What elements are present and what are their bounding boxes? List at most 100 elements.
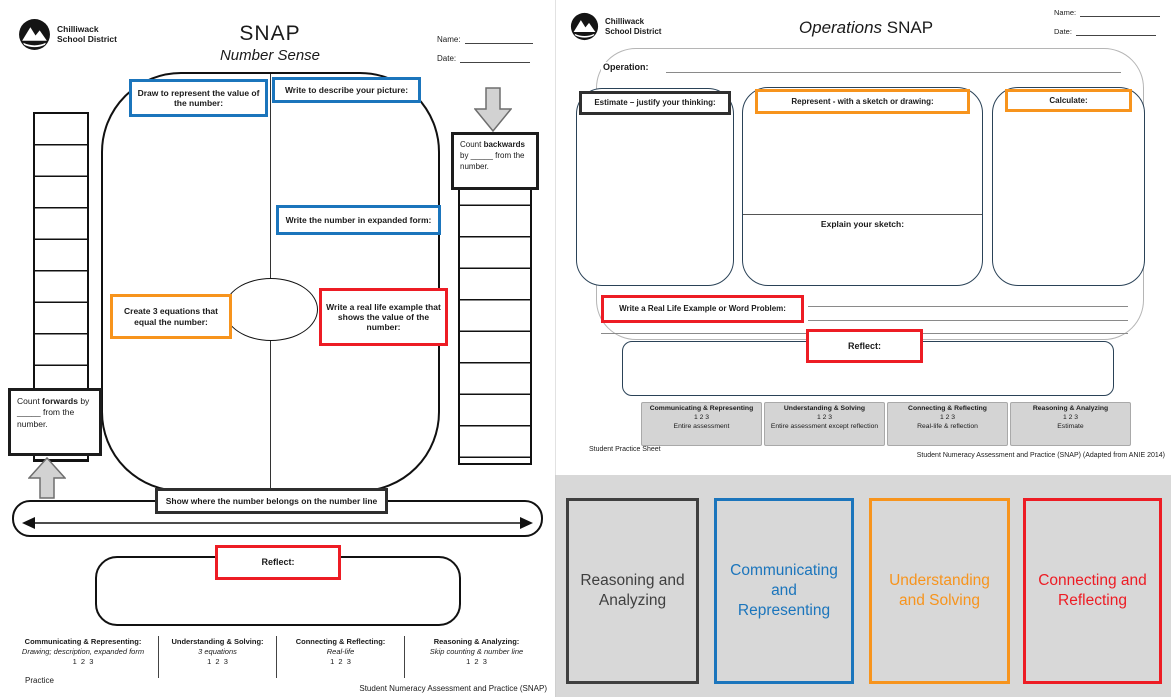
rubric-title: Reasoning & Analyzing: [433,637,520,646]
arrow-down-icon [474,87,512,132]
date-line [460,54,531,63]
rubric-scale: 1 2 3 [330,657,351,667]
date-line [1075,27,1156,36]
rubric-note: Entire assessment [673,422,730,430]
rubric-col-communicating: Communicating & Representing: Drawing; d… [8,636,158,678]
rubric-scale: 1 2 3 [939,413,956,421]
calculate-box [992,87,1145,286]
represent-box [742,87,983,286]
center-number-ellipse [224,278,318,341]
name-date-block: Name: Date: [437,35,533,63]
rubric-detail: 3 equations [198,647,237,657]
rubric-detail: Real-life [326,647,355,657]
rubric-cell-reasoning: Reasoning & Analyzing 1 2 3 Estimate [1010,402,1131,446]
title-italic-part: Operations [798,18,883,37]
number-sense-title-block: SNAP Number Sense [100,22,440,64]
rubric-detail: Drawing; description, expanded form [21,647,145,657]
footer-practice: Practice [25,676,54,685]
count-backwards-prefix: Count [460,140,484,149]
name-date-block: Name: Date: [1054,8,1161,36]
district-name-line1: Chilliwack [605,17,645,27]
rubric-title: Communicating & Representing [649,405,754,412]
explain-sketch-label: Explain your sketch: [820,219,905,229]
count-forwards-prefix: Count [17,396,43,406]
represent-divider [743,214,982,215]
operation-write-line [666,72,1121,73]
estimate-box [576,88,734,286]
rubric-title: Understanding & Solving [783,405,866,412]
page-number-sense: Chilliwack School District SNAP Number S… [0,0,555,697]
footer-student-practice: Student Practice Sheet [589,446,661,453]
rubric-title: Connecting & Reflecting [908,405,987,412]
name-label: Name: [437,35,461,44]
callout-reflect: Reflect: [215,545,341,580]
name-line [1080,8,1161,17]
district-logo-text: Chilliwack School District [605,17,661,35]
rubric-scale: 1 2 3 [816,413,833,421]
rubric-title: Understanding & Solving: [171,637,264,646]
rubric-detail: Skip counting & number line [429,647,524,657]
rubric-cell-connecting: Connecting & Reflecting 1 2 3 Real-life … [887,402,1008,446]
district-logo-icon [570,12,599,41]
callout-number-line: Show where the number belongs on the num… [155,488,388,514]
rubric-title: Connecting & Reflecting: [295,637,386,646]
operations-rubric-table: Communicating & Representing 1 2 3 Entir… [641,402,1131,446]
legend-communicating-representing: Communicating and Representing [714,498,854,684]
count-forwards-bold: forwards [42,396,78,406]
date-label: Date: [1054,27,1072,36]
legend-reasoning-analyzing: Reasoning and Analyzing [566,498,699,684]
skip-count-column-right [458,141,532,465]
real-life-line-2 [808,320,1128,321]
name-label: Name: [1054,8,1077,17]
name-field: Name: [1054,8,1161,17]
legend-panel: Reasoning and Analyzing Communicating an… [555,475,1171,697]
real-life-line-1 [808,306,1128,307]
count-forwards-box: Count forwards by _____ from the number. [8,388,102,456]
rubric-scale: 1 2 3 [466,657,487,667]
rubric-note: Estimate [1057,422,1084,430]
district-logo-text: Chilliwack School District [57,23,117,45]
rubric-cell-communicating: Communicating & Representing 1 2 3 Entir… [641,402,762,446]
title-rest-part: SNAP [882,18,934,37]
district-logo-icon [19,19,50,50]
callout-describe: Write to describe your picture: [272,77,421,103]
real-life-header: Write a Real Life Example or Word Proble… [601,295,804,323]
page-title: SNAP [239,22,301,45]
calculate-header: Calculate: [1005,89,1132,112]
district-name-line1: Chilliwack [57,23,99,34]
count-forwards-suffix: by _____ from the number. [17,396,90,429]
callout-real-life: Write a real life example that shows the… [319,288,448,346]
rubric-title: Reasoning & Analyzing [1032,405,1109,412]
callout-expanded-form: Write the number in expanded form: [276,205,441,235]
estimate-header: Estimate – justify your thinking: [579,91,731,115]
callout-draw: Draw to represent the value of the numbe… [129,79,268,117]
footer-snap-credit: Student Numeracy Assessment and Practice… [916,452,1165,459]
number-line-arrow-icon [22,517,533,529]
date-field: Date: [437,54,533,63]
count-backwards-bold: backwards [483,140,525,149]
page-subtitle: Number Sense [219,47,321,64]
represent-header: Represent - with a sketch or drawing: [755,89,970,114]
rubric-strip: Communicating & Representing: Drawing; d… [8,636,548,678]
count-backwards-box: Count backwards by _____ from the number… [451,132,539,190]
rubric-scale: 1 2 3 [693,413,710,421]
legend-connecting-reflecting: Connecting and Reflecting [1023,498,1162,684]
operation-label: Operation: [601,62,651,72]
date-field: Date: [1054,27,1160,36]
district-name-line2: School District [605,26,662,36]
rubric-scale: 1 2 3 [72,657,94,667]
rubric-note: Real-life & reflection [917,422,978,430]
name-line [464,35,533,44]
callout-equations: Create 3 equations that equal the number… [110,294,232,339]
reflect-header: Reflect: [806,329,923,363]
rubric-cell-understanding: Understanding & Solving 1 2 3 Entire ass… [764,402,885,446]
rubric-note: Entire assessment except reflection [770,422,879,430]
date-label: Date: [437,54,457,63]
legend-understanding-solving: Understanding and Solving [869,498,1010,684]
rubric-scale: 1 2 3 [207,657,228,667]
name-field: Name: [437,35,533,44]
district-logo: Chilliwack School District [18,18,117,51]
footer-snap-credit: Student Numeracy Assessment and Practice… [359,684,547,693]
district-logo: Chilliwack School District [570,12,661,41]
